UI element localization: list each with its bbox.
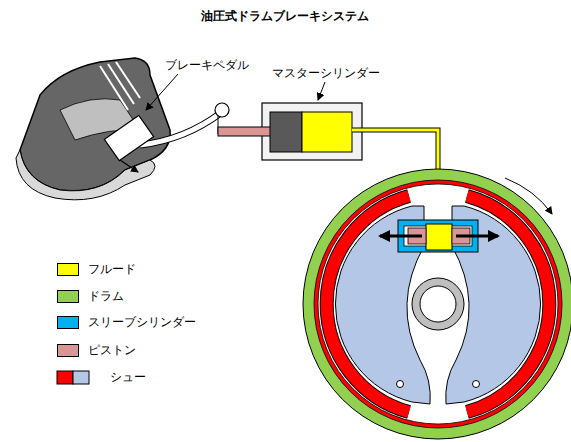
- brake-shoe: [327, 196, 550, 412]
- diagram-title: 油圧式ドラムブレーキシステム: [201, 9, 369, 23]
- leader-line: [318, 82, 325, 100]
- rotation-arrow: [505, 178, 552, 214]
- legend-text: ピストン: [88, 343, 136, 357]
- master-cylinder: [218, 103, 362, 160]
- brake-pedal: [104, 103, 229, 172]
- legend-swatch: [57, 344, 79, 357]
- part-label: マスターシリンダー: [272, 66, 380, 80]
- legend-text: ドラム: [88, 289, 124, 303]
- legend-text: フルード: [88, 262, 136, 276]
- legend-swatch: [57, 371, 89, 384]
- legend-swatch: [57, 290, 79, 303]
- foot-shoe: [16, 58, 170, 200]
- part-label: ブレーキペダル: [165, 58, 249, 72]
- legend-text: スリーブシリンダー: [88, 315, 196, 329]
- leader-line: [146, 74, 178, 110]
- legend-text: シュー: [110, 370, 146, 384]
- drum: [303, 169, 571, 439]
- sleeve-cylinder: [380, 220, 498, 252]
- hub: [412, 278, 464, 330]
- legend-swatch: [57, 316, 79, 329]
- legend-swatch: [57, 263, 79, 276]
